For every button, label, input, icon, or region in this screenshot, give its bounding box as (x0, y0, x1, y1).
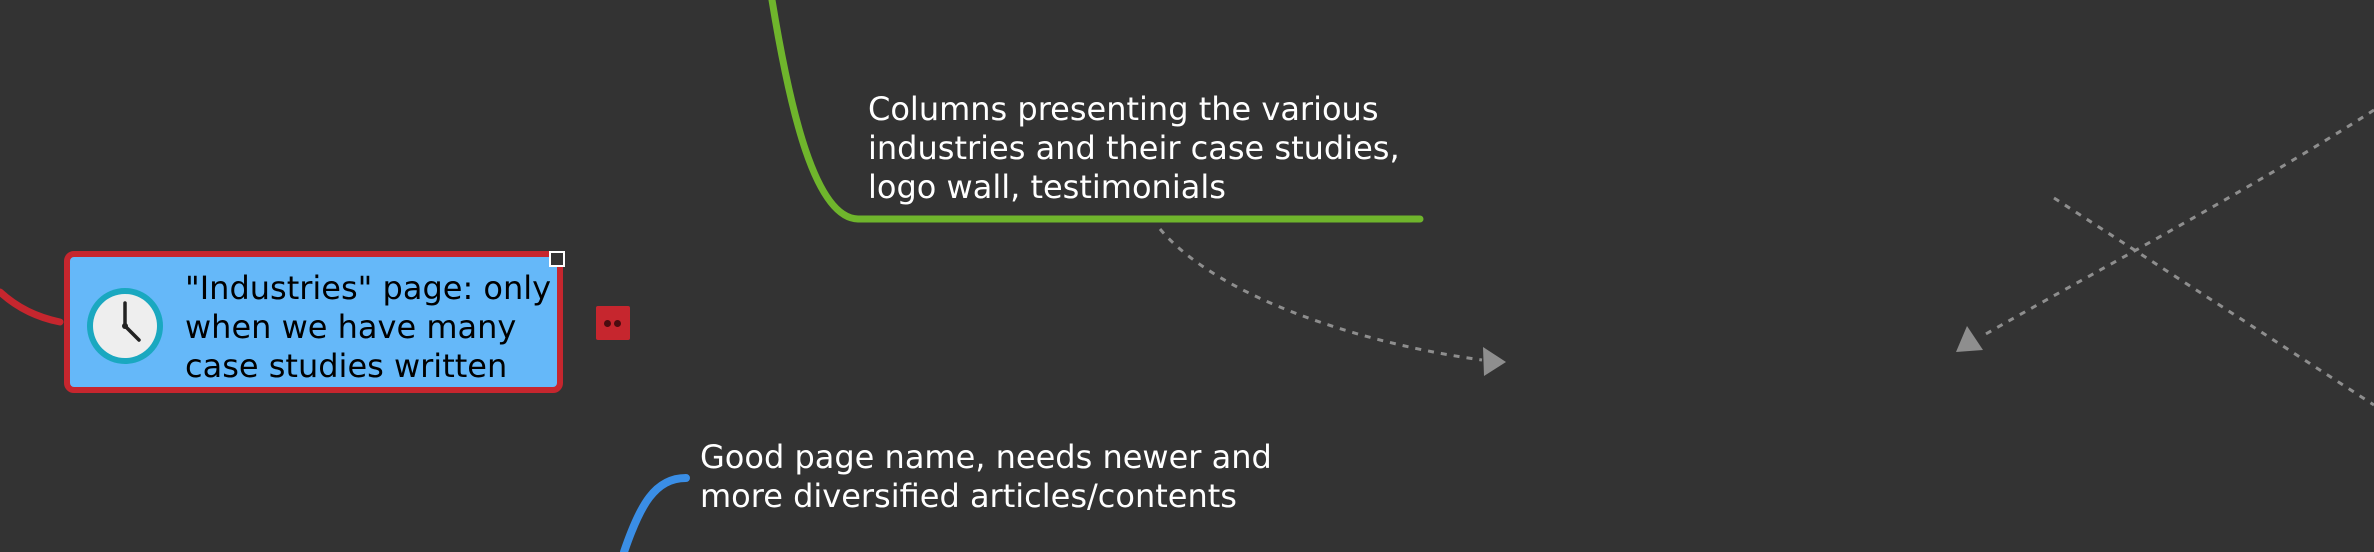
red-branch-line[interactable] (0, 288, 64, 326)
relationship-line-3[interactable] (2053, 196, 2374, 407)
main-topic-text: "Industries" page: only when we have man… (185, 269, 552, 385)
relationship-line-2[interactable] (1983, 108, 2374, 337)
blue-topic-label[interactable]: Good page name, needs newer and more div… (700, 438, 1272, 515)
blue-branch-line[interactable] (620, 474, 690, 552)
relationship-line-1[interactable] (1158, 228, 1483, 362)
clock-icon (87, 288, 163, 364)
green-branch-line[interactable] (768, 0, 1424, 223)
resize-handle[interactable] (549, 251, 565, 267)
green-topic-label[interactable]: Columns presenting the various industrie… (868, 90, 1400, 206)
relationship-arrowhead-2 (1956, 326, 1983, 352)
selected-topic-node[interactable]: "Industries" page: only when we have man… (64, 251, 563, 393)
relationship-arrowhead-1 (1483, 347, 1506, 376)
collapse-button[interactable] (596, 306, 630, 340)
